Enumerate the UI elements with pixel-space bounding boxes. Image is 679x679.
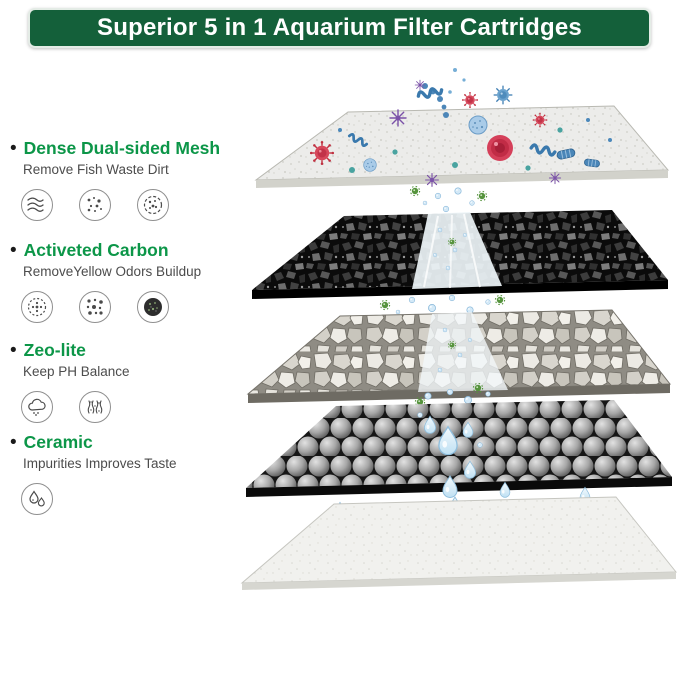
banner-title: Superior 5 in 1 Aquarium Filter Cartridg… [97, 14, 582, 41]
feature-icons-row [21, 391, 130, 423]
bullet: • [10, 240, 17, 261]
feature-title: Activeted Carbon [23, 240, 169, 260]
feature-icons-row [21, 291, 201, 323]
bullet: • [10, 340, 17, 361]
feature-section-ceramic: • Ceramic Impurities Improves Taste [10, 432, 177, 515]
carbon-ball-icon [137, 291, 169, 323]
absorb-circle-icon [21, 291, 53, 323]
feature-subtitle: Remove Fish Waste Dirt [23, 162, 169, 177]
dirt-circle-icon [137, 189, 169, 221]
feature-title-row: • Dense Dual-sided Mesh [10, 138, 220, 159]
layer-zeolite [246, 309, 672, 403]
water-trail-1 [409, 185, 488, 213]
cloud-ph-icon [21, 391, 53, 423]
feature-section-zeolite: • Zeo-lite Keep PH Balance [10, 340, 130, 423]
feature-title-row: • Zeo-lite [10, 340, 130, 361]
feature-icons-row [21, 483, 177, 515]
feature-title-row: • Ceramic [10, 432, 177, 453]
feature-subtitle: Keep PH Balance [23, 364, 130, 379]
feature-title: Dense Dual-sided Mesh [23, 138, 221, 158]
feature-section-carbon: • Activeted Carbon RemoveYellow Odors Bu… [10, 240, 201, 323]
odor-dots-icon [79, 291, 111, 323]
feature-subtitle: Impurities Improves Taste [23, 456, 177, 471]
feature-icons-row [21, 189, 220, 221]
bullet: • [10, 432, 17, 453]
feature-title-row: • Activeted Carbon [10, 240, 201, 261]
balance-bars-icon [79, 391, 111, 423]
layer-mesh [254, 105, 670, 188]
feature-title: Zeo-lite [23, 340, 86, 360]
layer-ceramic [246, 400, 672, 497]
feature-title: Ceramic [23, 432, 93, 452]
water-drops-icon [21, 483, 53, 515]
microbes-cluster [309, 68, 612, 187]
wind-flow-icon [21, 189, 53, 221]
bullet: • [10, 138, 17, 159]
feature-section-mesh: • Dense Dual-sided Mesh Remove Fish Wast… [10, 138, 220, 221]
layer-carbon [252, 210, 668, 299]
feature-subtitle: RemoveYellow Odors Buildup [23, 264, 202, 279]
layer-sponge [240, 496, 678, 590]
banner: Superior 5 in 1 Aquarium Filter Cartridg… [28, 8, 651, 48]
waste-particles-icon [79, 189, 111, 221]
